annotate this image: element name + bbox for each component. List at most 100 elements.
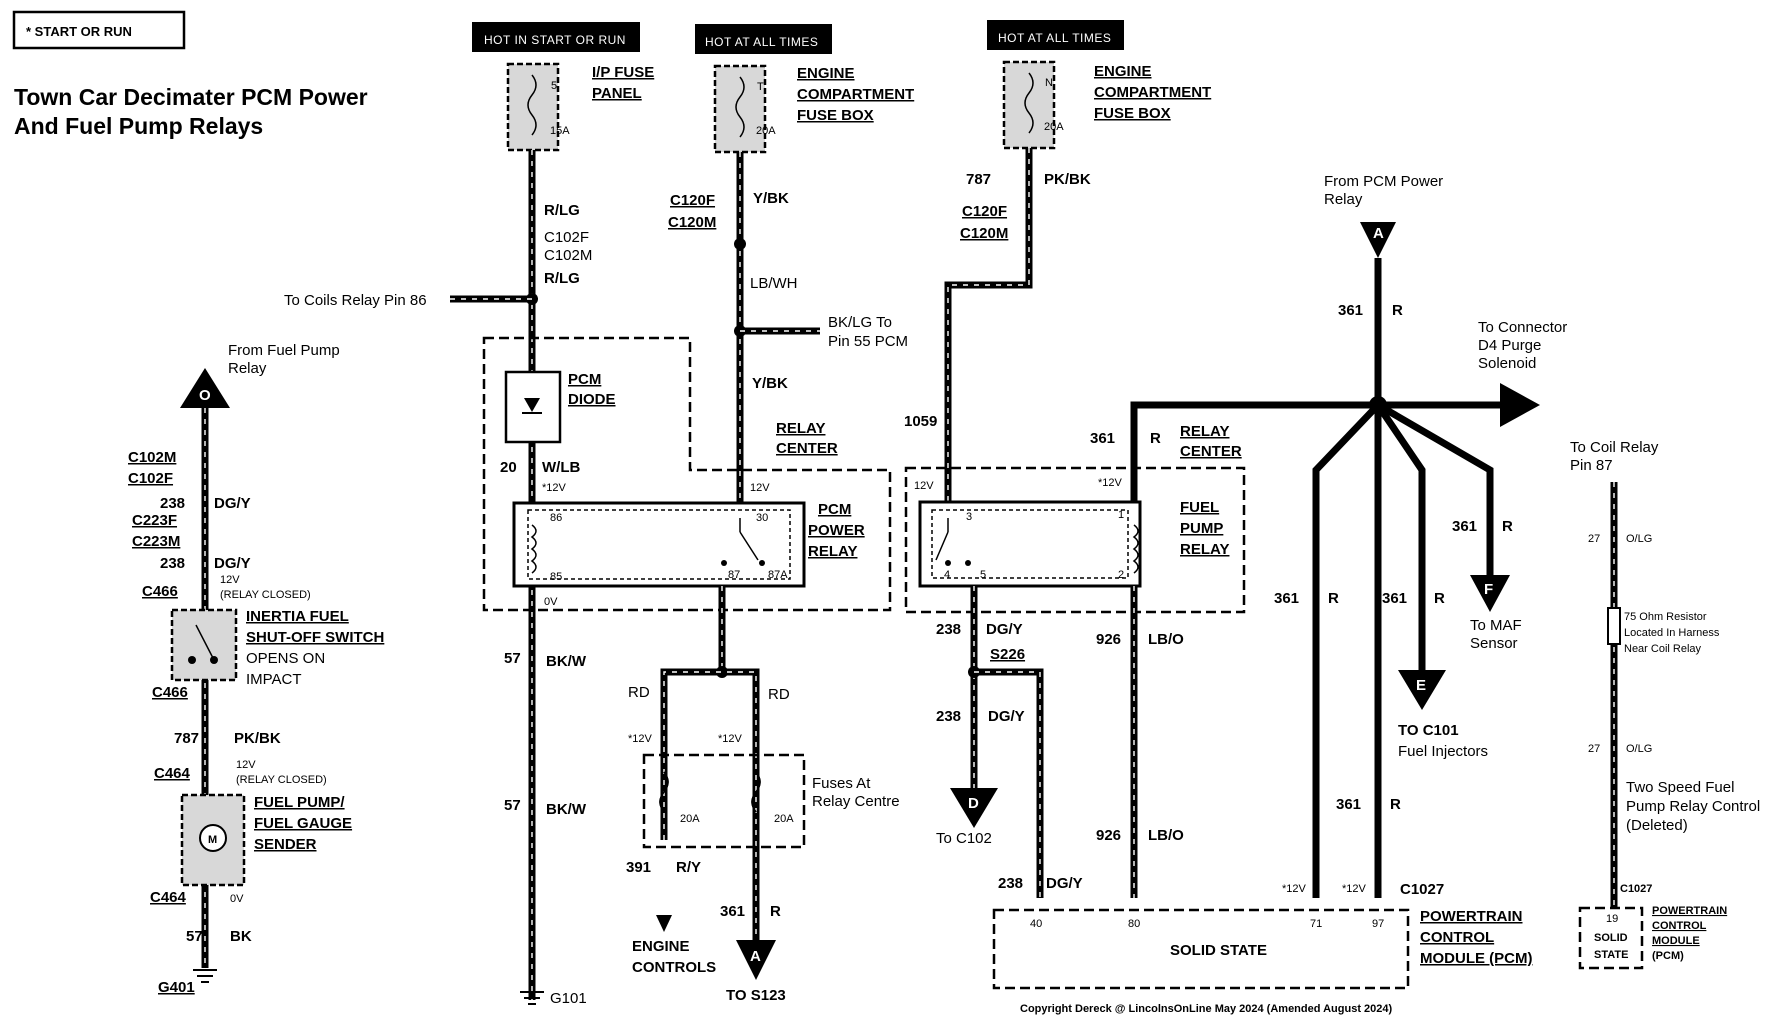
conn-c464-a: C464 [154,765,191,782]
wire-361-pin71 [1312,402,1381,898]
pcm-small-label-1: POWERTRAIN [1652,905,1727,917]
pin-85: 85 [550,571,562,583]
wire-57b: 57 [504,797,521,814]
wire-361-c101 [1375,403,1426,670]
fuel-pump-relay [918,500,1142,588]
wire-dgya: DG/Y [986,621,1023,638]
supply-header-2 [695,24,832,54]
wire-391: 391 [626,859,651,876]
ecf-fuse-n [1002,60,1056,150]
ecf-fuse-t [713,64,767,154]
wire-361c: 361 [1090,430,1115,447]
pcm-relay-label-3: RELAY [808,543,857,560]
relay-fuses-label-1: Fuses At [812,775,871,792]
wire-dgye: DG/Y [214,555,251,572]
to-coils-relay-label: To Coils Relay Pin 86 [284,292,427,309]
supply-header-3 [987,20,1124,50]
coil-87-label-2: Pin 87 [1570,457,1613,474]
ground-g401: G401 [158,979,195,996]
wire-361g: 361 [1336,796,1361,813]
ip-fuse-label-2: PANEL [592,85,642,102]
ecf2-label-1: ENGINE [1094,63,1152,80]
relay-fuses-label-2: Relay Centre [812,793,900,810]
wire-lbwh: LB/WH [750,275,798,292]
fp-label-1: FUEL PUMP/ [254,794,345,811]
wire-ybk-label-1: Y/BK [753,190,789,207]
ground-g101: G101 [550,990,587,1007]
wire-bkw-1: BK/W [546,653,587,670]
arrow-a-top [1360,222,1396,258]
wire-lbob: LB/O [1148,827,1184,844]
pin-86: 86 [550,512,562,524]
wire-238a: 238 [936,621,961,638]
arrow-d-letter: D [968,795,979,812]
wire-rf: R [1502,518,1513,535]
ip-fuse [506,62,560,152]
pcm-diode-label-2: DIODE [568,391,616,408]
ecf-fuse-t-amp: 20A [756,125,776,137]
wire-361-maf [1376,401,1494,578]
conn-c120f-1: C120F [670,192,715,209]
fp-relay-label-3: RELAY [1180,541,1229,558]
volt-12a: *12V [542,482,567,494]
inertia-label-4: IMPACT [246,671,302,688]
volt-0a: 0V [544,596,558,608]
wire-re: R [1434,590,1445,607]
arrow-e-letter: E [1416,677,1426,694]
volt-12d: *12V [718,733,743,745]
relay-center-1 [482,336,892,612]
pin-2: 2 [1118,569,1124,581]
conn-c464-b: C464 [150,889,187,906]
pin-19: 19 [1606,913,1618,925]
conn-c102m-l: C102M [128,449,176,466]
conn-c223f: C223F [132,512,177,529]
arrow-purge-solenoid [1500,383,1540,427]
title-line-1: Town Car Decimater PCM Power [14,84,368,110]
ecf-fuse-n-amp: 20A [1044,121,1064,133]
wire-rb: R [1392,302,1403,319]
relay-center-2-label-2: CENTER [1180,443,1242,460]
conn-c466-a: C466 [142,583,178,600]
pcm-small-label-3: MODULE [1652,935,1700,947]
volt-12e: 12V [914,480,934,492]
conn-c120m-2: C120M [960,225,1008,242]
svg-text:M: M [208,834,217,846]
wire-rd-1: RD [628,684,650,701]
pin-5: 5 [980,569,986,581]
conn-c102f: C102F [544,229,589,246]
volt-12i: 12V [220,574,240,586]
pcm-label-1: POWERTRAIN [1420,908,1523,925]
pcm-solid-state-box [992,908,1410,990]
resistor-label-3: Near Coil Relay [1624,643,1702,655]
wire-361a: 361 [720,903,745,920]
conn-c102f-l: C102F [128,470,173,487]
fp-label-3: SENDER [254,836,317,853]
to-connector-label-1: To Connector [1478,319,1567,336]
resistor-label-1: 75 Ohm Resistor [1624,611,1707,623]
ecf2-label-2: COMPARTMENT [1094,84,1211,101]
relay-fuses [642,753,806,849]
coil-87-label-1: To Coil Relay [1570,439,1659,456]
inertia-label-1: INERTIA FUEL [246,608,349,625]
pcm-small-box [1578,906,1644,970]
conn-c466-b: C466 [152,684,188,701]
wire-rc: R [1150,430,1161,447]
relay-center-1-label-2: CENTER [776,440,838,457]
arrow-f-letter: F [1484,581,1493,598]
arrow-a-top-letter: A [1373,225,1384,242]
inertia-label-3: OPENS ON [246,650,325,667]
pin-3: 3 [966,511,972,523]
pcm-relay-label-1: PCM [818,501,851,518]
bklg-label-2: Pin 55 PCM [828,333,908,350]
wire-238d: 238 [160,495,185,512]
fp-relay-label-2: PUMP [1180,520,1223,537]
pcm-diode-label-1: PCM [568,371,601,388]
pin-87a: 87A [768,569,788,581]
ecf-fuse-n-num: N [1045,77,1053,89]
conn-c102m: C102M [544,247,592,264]
pin-40: 40 [1030,918,1042,930]
ecf-fuse-t-num: T [757,81,764,93]
splice-s226: S226 [990,646,1025,663]
supply-header-2-text: HOT AT ALL TIMES [705,35,818,49]
